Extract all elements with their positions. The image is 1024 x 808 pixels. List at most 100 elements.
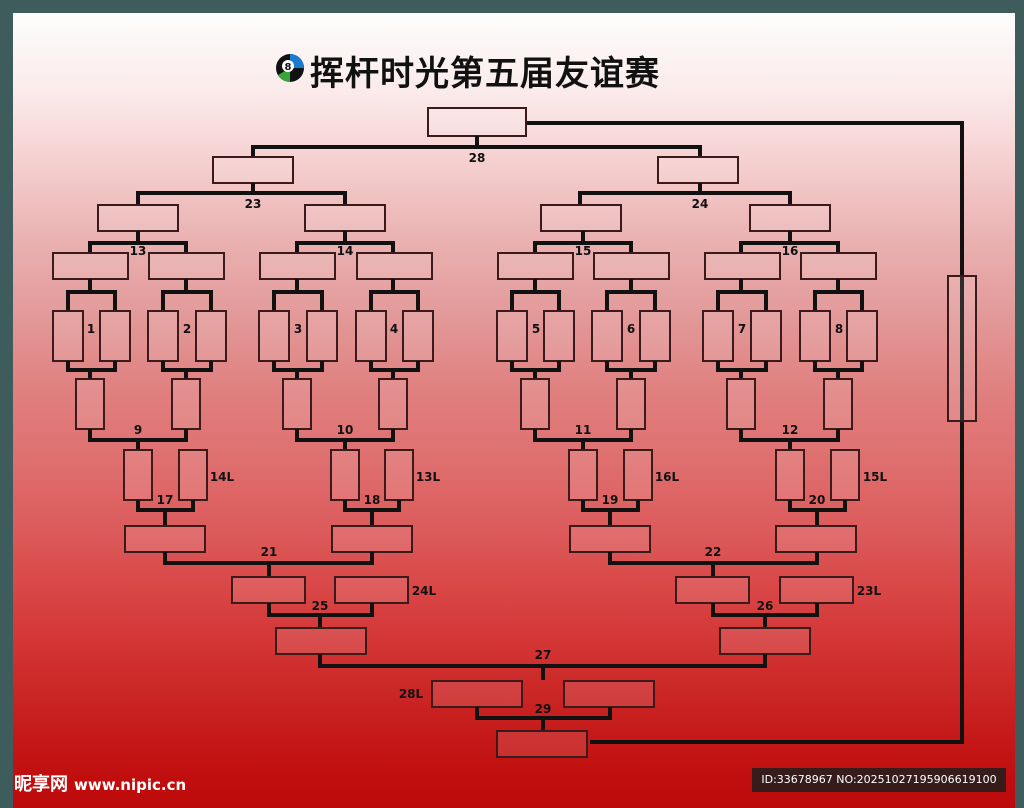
bracket-connector (605, 290, 657, 311)
player-slot[interactable] (540, 204, 622, 232)
champion-slot[interactable] (427, 107, 527, 137)
match-number-label: 6 (626, 322, 636, 336)
bracket-connector (161, 361, 213, 372)
player-slot[interactable] (639, 310, 671, 362)
match-number-label: 23 (244, 197, 262, 211)
svg-text:8: 8 (285, 62, 292, 73)
player-slot[interactable] (431, 680, 523, 708)
semifinal-slot[interactable] (212, 156, 294, 184)
semifinal-slot[interactable] (657, 156, 739, 184)
bracket-connector (272, 361, 324, 372)
player-slot[interactable] (52, 310, 84, 362)
bracket-connector (510, 361, 561, 372)
player-slot[interactable] (231, 576, 306, 604)
player-slot[interactable] (178, 449, 208, 501)
footer-url: www.nipic.cn (74, 776, 187, 794)
player-slot[interactable] (497, 252, 574, 280)
player-slot[interactable] (195, 310, 227, 362)
match-number-label: 18 (363, 493, 381, 507)
match-number-label: 24 (691, 197, 709, 211)
player-slot[interactable] (704, 252, 781, 280)
loser-match-label: 16L (654, 470, 680, 484)
player-slot[interactable] (593, 252, 670, 280)
match-number-label: 26 (756, 599, 774, 613)
player-slot[interactable] (520, 378, 550, 430)
player-slot[interactable] (148, 252, 225, 280)
player-slot[interactable] (496, 310, 528, 362)
player-slot[interactable] (823, 378, 853, 430)
player-slot[interactable] (147, 310, 179, 362)
player-slot[interactable] (355, 310, 387, 362)
player-slot[interactable] (616, 378, 646, 430)
player-slot[interactable] (702, 310, 734, 362)
player-slot[interactable] (282, 378, 312, 430)
player-slot[interactable] (750, 310, 782, 362)
bracket-connector (716, 361, 768, 372)
player-slot[interactable] (775, 525, 857, 553)
match-number-label: 2 (182, 322, 192, 336)
player-slot[interactable] (99, 310, 131, 362)
player-slot[interactable] (356, 252, 433, 280)
player-slot[interactable] (97, 204, 179, 232)
player-slot[interactable] (330, 449, 360, 501)
match-number-label: 27 (534, 648, 552, 662)
bracket-connector (716, 290, 768, 311)
player-slot[interactable] (75, 378, 105, 430)
player-slot[interactable] (259, 252, 336, 280)
match-number-label: 19 (601, 493, 619, 507)
player-slot[interactable] (726, 378, 756, 430)
player-slot[interactable] (275, 627, 367, 655)
player-slot[interactable] (171, 378, 201, 430)
player-slot[interactable] (123, 449, 153, 501)
player-slot[interactable] (719, 627, 811, 655)
bracket-connector (369, 290, 420, 311)
player-slot[interactable] (331, 525, 413, 553)
page-title: 挥杆时光第五届友谊赛 (310, 54, 660, 94)
player-slot[interactable] (569, 525, 651, 553)
bracket-connector (813, 361, 864, 372)
player-slot[interactable] (334, 576, 409, 604)
player-slot[interactable] (830, 449, 860, 501)
player-slot[interactable] (591, 310, 623, 362)
loser-match-label: 15L (862, 470, 888, 484)
match-number-label: 5 (531, 322, 541, 336)
player-slot[interactable] (304, 204, 386, 232)
player-slot[interactable] (384, 449, 414, 501)
bracket-connector (813, 290, 864, 311)
player-slot[interactable] (568, 449, 598, 501)
champion-path-slot[interactable] (947, 275, 977, 422)
match-number-label: 20 (808, 493, 826, 507)
match-number-label: 12 (781, 423, 799, 437)
player-slot[interactable] (378, 378, 408, 430)
bracket-connector (369, 361, 420, 372)
player-slot[interactable] (800, 252, 877, 280)
player-slot[interactable] (543, 310, 575, 362)
player-slot[interactable] (623, 449, 653, 501)
player-slot[interactable] (846, 310, 878, 362)
match-number-label: 9 (133, 423, 143, 437)
player-slot[interactable] (675, 576, 750, 604)
loser-match-label: 23L (856, 584, 882, 598)
player-slot[interactable] (563, 680, 655, 708)
bracket-connector (272, 290, 324, 311)
player-slot[interactable] (52, 252, 129, 280)
match-number-label: 14 (336, 244, 354, 258)
player-slot[interactable] (775, 449, 805, 501)
player-slot[interactable] (306, 310, 338, 362)
match-number-label: 10 (336, 423, 354, 437)
player-slot[interactable] (779, 576, 854, 604)
final-slot[interactable] (496, 730, 588, 758)
bracket-connector (510, 290, 561, 311)
match-number-label: 1 (86, 322, 96, 336)
bracket-connector (605, 361, 657, 372)
match-number-label: 22 (704, 545, 722, 559)
match-number-label: 13 (129, 244, 147, 258)
player-slot[interactable] (124, 525, 206, 553)
player-slot[interactable] (799, 310, 831, 362)
player-slot[interactable] (749, 204, 831, 232)
player-slot[interactable] (402, 310, 434, 362)
player-slot[interactable] (258, 310, 290, 362)
match-number-label: 3 (293, 322, 303, 336)
billiard-8-ball-icon: 8 (276, 54, 304, 82)
